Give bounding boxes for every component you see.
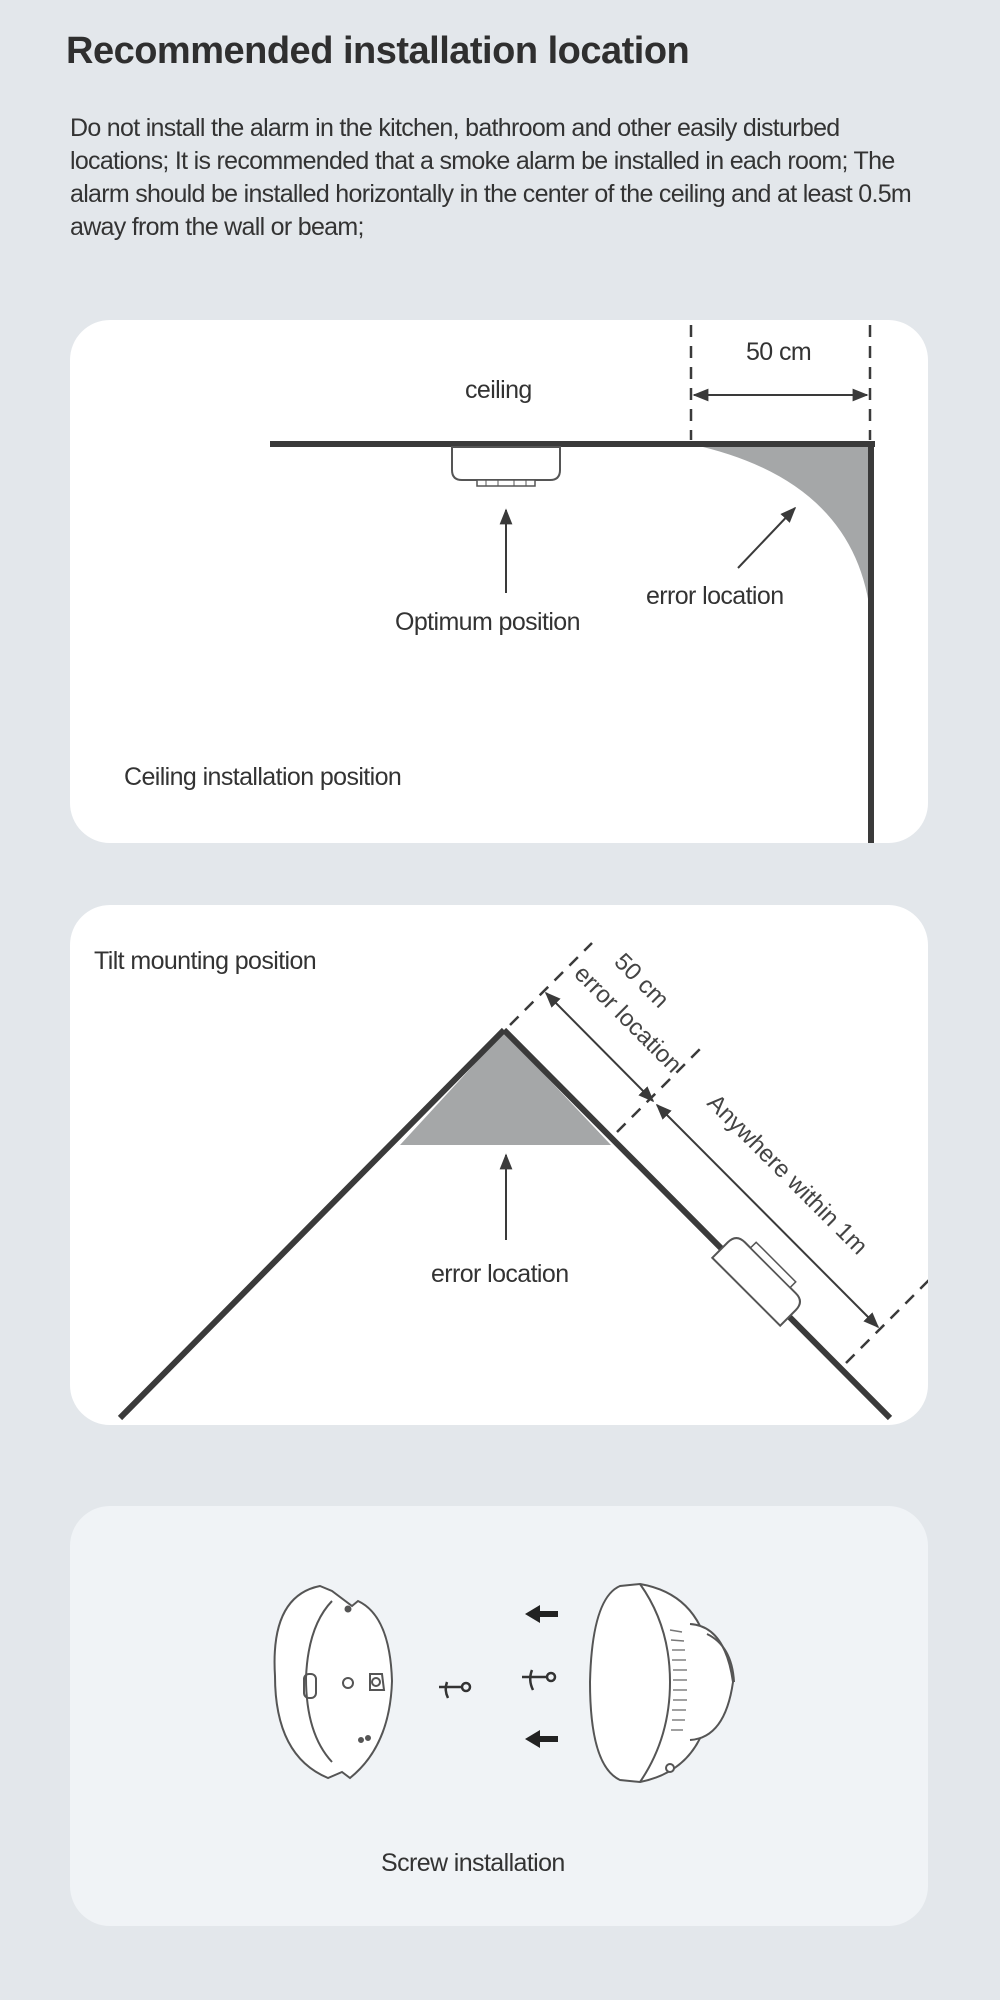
error-zone	[400, 1032, 611, 1145]
tilt-error-location-label: error location	[431, 1260, 569, 1288]
smoke-alarm-icon	[710, 1237, 801, 1328]
intro-text: Do not install the alarm in the kitchen,…	[70, 114, 912, 241]
tilt-caption: Tilt mounting position	[94, 947, 317, 975]
error-zone	[690, 444, 871, 620]
left-arrow-icon	[525, 1605, 558, 1623]
left-arrow-icon	[525, 1730, 558, 1748]
ceiling-diagram	[270, 325, 875, 843]
page-title: Recommended installation location	[66, 30, 690, 72]
ceiling-caption: Ceiling installation position	[124, 763, 402, 791]
range-dimension-arrow	[655, 1103, 880, 1329]
tilt-diagram: 50 cm error location Anywhere within 1m	[117, 942, 928, 1421]
error-zone-dimension-arrow	[544, 991, 655, 1103]
ceiling-label: ceiling	[465, 376, 532, 404]
error-location-label: error location	[646, 582, 784, 610]
tilt-diagram-panel: 50 cm error location Anywhere within 1m …	[70, 905, 928, 1425]
smoke-alarm-icon	[451, 446, 561, 487]
screw-icon	[439, 1681, 472, 1699]
screw-icon	[522, 1669, 557, 1691]
screw-caption: Screw installation	[381, 1849, 565, 1877]
error-arrow	[737, 506, 797, 569]
mounting-plate-icon	[273, 1584, 394, 1780]
distance-label: 50 cm	[746, 338, 812, 366]
optimum-position-label: Optimum position	[395, 608, 581, 636]
roof-left	[117, 1027, 507, 1421]
screw-diagram	[273, 1582, 735, 1784]
smoke-alarm-icon	[588, 1582, 735, 1784]
ceiling-diagram-panel: ceiling 50 cm Optimum position error loc…	[70, 320, 928, 843]
screw-diagram-panel: Screw installation	[70, 1506, 928, 1926]
